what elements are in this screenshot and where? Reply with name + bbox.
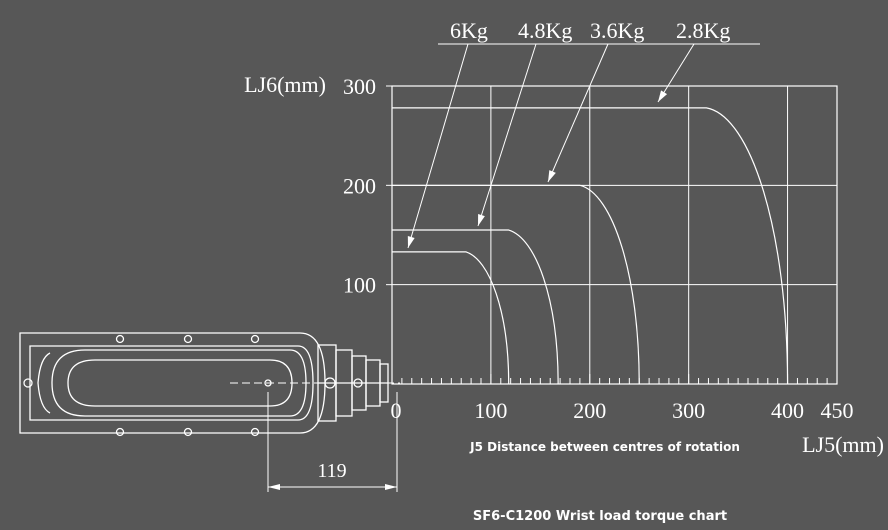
- load-chart: 0 100 200 300 400 450 100 200 300 6Kg 4.8Kg 3.6Kg 2.…: [343, 18, 854, 423]
- series-curve: [392, 251, 510, 385]
- series-leader: [407, 43, 469, 249]
- plot-frame: [391, 85, 838, 385]
- series-leader: [547, 43, 609, 183]
- series-label: 6Kg: [450, 18, 488, 43]
- x-tick-label: 100: [474, 398, 507, 423]
- x-tick-label: 300: [672, 398, 705, 423]
- x-tick-label: 200: [573, 398, 606, 423]
- series-curve: [392, 184, 640, 385]
- series-arrowhead: [548, 170, 556, 182]
- series-leader: [477, 43, 537, 227]
- y-tick-label: 100: [343, 273, 376, 298]
- series-arrowhead: [658, 90, 668, 102]
- arm-offset-label: 119: [317, 460, 346, 482]
- x-axis-label: LJ5(mm): [802, 432, 884, 457]
- x-tick-label: 400: [771, 398, 804, 423]
- chart-title: SF6-C1200 Wrist load torque chart: [473, 509, 727, 524]
- robot-arm-drawing: [19, 332, 400, 492]
- y-axis-label: LJ6(mm): [244, 72, 326, 97]
- y-tick-label: 200: [343, 173, 376, 198]
- y-tick-label: 300: [343, 74, 376, 99]
- series-curve: [392, 229, 559, 385]
- series-arrowhead: [478, 214, 485, 226]
- series-label: 4.8Kg: [518, 18, 572, 43]
- series-label: 2.8Kg: [676, 18, 730, 43]
- x-axis-caption: J5 Distance between centres of rotation: [469, 440, 740, 454]
- series-label: 3.6Kg: [590, 18, 644, 43]
- x-tick-label: 0: [391, 398, 402, 423]
- series-arrowhead: [407, 236, 415, 248]
- series-curve: [392, 107, 789, 385]
- x-tick-label: 450: [821, 398, 854, 423]
